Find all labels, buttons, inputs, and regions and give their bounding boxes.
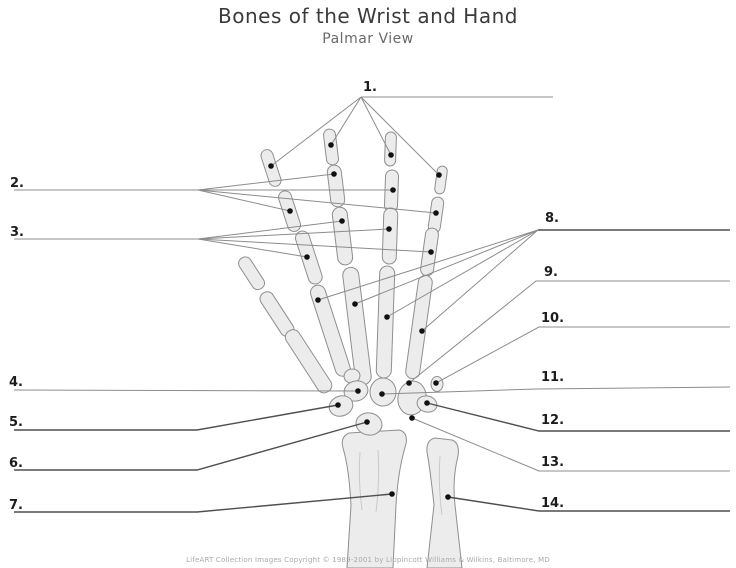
label-2: 2. [10, 176, 24, 191]
leader-line-2 [197, 173, 335, 191]
middle-finger-bones [323, 128, 372, 386]
leader-line-13 [411, 417, 730, 472]
pointer-dot [388, 152, 394, 158]
pointer-dot [390, 187, 396, 193]
leader-line-6 [14, 421, 368, 471]
leader-line-10 [435, 326, 730, 384]
pointer-dot [304, 254, 310, 260]
label-4: 4. [9, 375, 23, 390]
label-10: 10. [541, 311, 565, 326]
pointer-dot [315, 297, 321, 303]
pointer-dot [433, 210, 439, 216]
label-7: 7. [9, 498, 23, 513]
leader-line-3 [197, 238, 432, 253]
pointer-dot [328, 142, 334, 148]
label-8: 8. [545, 211, 559, 226]
little-finger-bones [405, 165, 448, 380]
label-14: 14. [541, 496, 565, 511]
pointer-dot [436, 172, 442, 178]
pointer-dot [424, 400, 430, 406]
leader-line-8 [354, 229, 539, 305]
copyright-text: LifeART Collection Images Copyright © 19… [186, 556, 550, 564]
leader-line-3 [197, 220, 343, 240]
pointer-dot [428, 249, 434, 255]
label-5: 5. [9, 415, 23, 430]
pointer-dot [389, 491, 395, 497]
leader-line-12 [426, 402, 730, 432]
leader-line-5 [14, 404, 339, 431]
thumb-bones [238, 256, 333, 394]
page-subtitle: Palmar View [322, 31, 414, 47]
pointer-dot [339, 218, 345, 224]
title-block: Bones of the Wrist and Hand Palmar View [0, 4, 736, 47]
ulna-bone [426, 437, 463, 568]
page-title: Bones of the Wrist and Hand [218, 4, 518, 28]
label-13: 13. [541, 455, 565, 470]
pointer-dot [384, 314, 390, 320]
leader-line-9 [408, 280, 730, 384]
pointer-dot [331, 171, 337, 177]
leader-line-4 [13, 389, 359, 392]
pointer-dot [379, 391, 385, 397]
carpal-bones [328, 368, 444, 436]
leader-line-1 [330, 96, 362, 146]
pointer-dot [355, 388, 361, 394]
leader-line-14 [447, 496, 730, 512]
pointer-dot [445, 494, 451, 500]
pointer-dot [335, 402, 341, 408]
label-1: 1. [363, 80, 377, 95]
leader-line-8 [386, 229, 539, 318]
label-9: 9. [544, 265, 558, 280]
pointer-dot [419, 328, 425, 334]
pointer-dot [364, 419, 370, 425]
pointer-dot [406, 380, 412, 386]
leader-line-3 [197, 228, 390, 240]
label-6: 6. [9, 456, 23, 471]
leader-line-8 [317, 229, 539, 301]
pointer-dot [386, 226, 392, 232]
label-11: 11. [541, 370, 565, 385]
leader-line-11 [381, 386, 731, 395]
label-3: 3. [10, 225, 24, 240]
pointer-dot [268, 163, 274, 169]
leader-line-1 [360, 96, 392, 156]
pointer-dot [409, 415, 415, 421]
leader-line-1 [270, 96, 362, 167]
leader-line-7 [14, 493, 393, 513]
leader-line-8 [421, 229, 539, 332]
leader-line-2 [197, 189, 437, 214]
pointer-dot [287, 208, 293, 214]
leader-line-1 [360, 96, 440, 176]
pointer-dot [433, 380, 439, 386]
radius-bone [341, 429, 407, 568]
leader-line-3 [197, 238, 308, 258]
leader-line-2 [197, 189, 291, 212]
label-12: 12. [541, 413, 565, 428]
pointer-dot [352, 301, 358, 307]
